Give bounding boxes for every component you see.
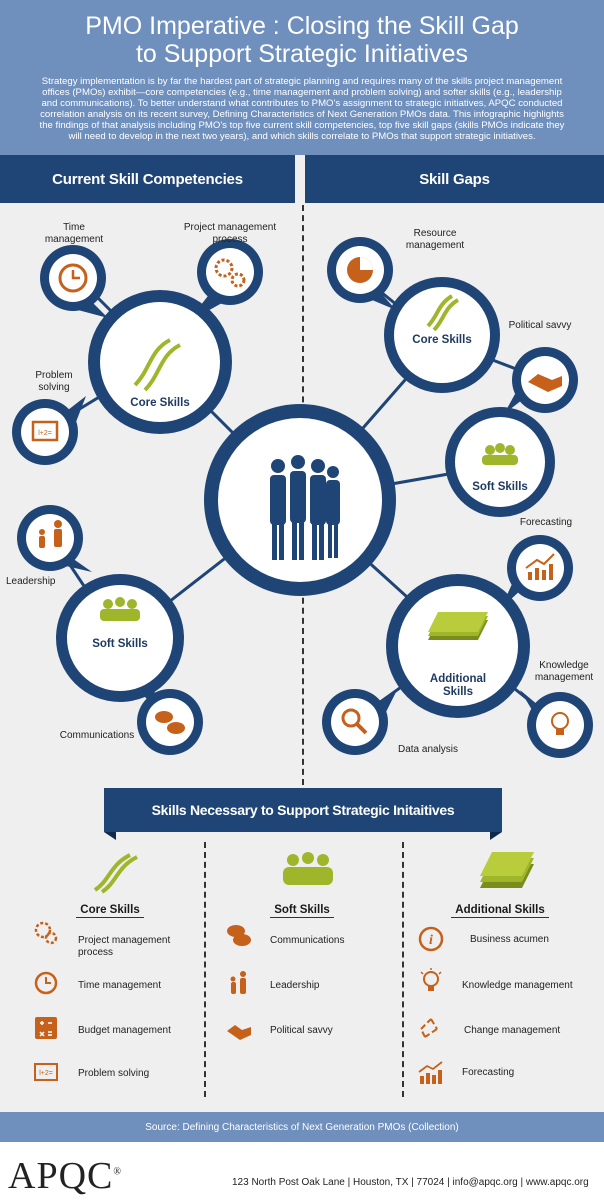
svg-text:l+2=: l+2= — [39, 1070, 53, 1077]
core-item-problem-solving: Problem solving — [78, 1068, 150, 1079]
label-knowledge-management: Knowledge management — [534, 660, 594, 683]
additional-skills-label: Additional Skills — [429, 673, 487, 698]
bubble-leadership — [17, 505, 92, 572]
leadership-icon — [230, 971, 246, 994]
bubble-communications — [132, 684, 203, 755]
label-communications: Communications — [59, 730, 135, 741]
column-divider-2 — [402, 842, 404, 1097]
additional-item-forecasting: Forecasting — [462, 1067, 515, 1078]
strategic-initiatives-banner: Skills Necessary to Support Strategic In… — [104, 788, 502, 840]
soft-item-leadership: Leadership — [270, 980, 320, 991]
column-title-soft-skills-text: Soft Skills — [270, 904, 334, 918]
right-soft-skills-label: Soft Skills — [472, 481, 528, 493]
column-soft-team-icon — [283, 852, 333, 885]
business-people-icon — [270, 455, 340, 560]
gears-icon — [214, 258, 234, 278]
title-line-2: to Support Strategic Initiatives — [135, 40, 469, 68]
team-icon — [482, 443, 518, 465]
additional-item-change-management: Change management — [464, 1025, 561, 1036]
right-core-skills-circle — [384, 277, 500, 393]
handshake-icon — [528, 374, 562, 392]
gears-icon — [34, 921, 58, 945]
core-item-budget-management: Budget management — [78, 1025, 171, 1036]
whiteboard-icon: l+2= — [34, 1063, 58, 1081]
label-resource-management: Resource management — [405, 228, 465, 251]
dna-icon — [426, 294, 460, 332]
right-core-skills-label: Core Skills — [412, 334, 472, 346]
right-soft-skills-circle — [445, 407, 555, 517]
soft-item-political-savvy: Political savvy — [270, 1025, 333, 1036]
label-project-management: Project management process — [183, 222, 277, 245]
label-political-savvy: Political savvy — [508, 320, 572, 331]
title-line-1: PMO Imperative : Closing the Skill Gap — [85, 12, 519, 40]
info-icon: i — [418, 926, 444, 952]
light-bulb-icon — [420, 968, 442, 991]
svg-text:i: i — [429, 933, 433, 948]
bubble-problem-solving: l+2= — [12, 396, 86, 465]
logo-text: APQC — [8, 1155, 114, 1197]
additional-skills-circle — [386, 574, 530, 718]
source-bar: Source: Defining Characteristics of Next… — [0, 1112, 604, 1142]
bar-chart-trend-icon — [525, 553, 555, 580]
label-time-management: Time management — [44, 222, 104, 245]
recycle-arrows-icon — [420, 1018, 438, 1038]
footer-address: 123 North Post Oak Lane | Houston, TX | … — [232, 1177, 589, 1188]
skill-gaps-heading: Skill Gaps — [305, 155, 604, 203]
footer: APQC® 123 North Post Oak Lane | Houston,… — [0, 1142, 604, 1200]
skills-network-diagram: l+2= — [12, 237, 593, 758]
team-icon — [100, 597, 140, 621]
calculator-icon — [35, 1017, 57, 1039]
clock-icon — [34, 971, 58, 995]
handshake-icon — [227, 1025, 251, 1040]
center-people-circle — [204, 404, 396, 596]
left-core-skills-circle — [88, 290, 232, 434]
bubble-resource-management — [327, 237, 396, 310]
additional-item-business-acumen: Business acumen — [470, 934, 549, 945]
column-additional-books-icon — [480, 852, 534, 888]
soft-item-communications: Communications — [270, 935, 345, 946]
light-bulb-icon — [551, 712, 569, 735]
whiteboard-icon — [31, 420, 59, 442]
left-soft-skills-label: Soft Skills — [92, 638, 148, 650]
column-title-additional-skills-text: Additional Skills — [451, 904, 549, 918]
left-core-skills-label: Core Skills — [130, 397, 190, 409]
dna-icon — [133, 338, 182, 392]
speech-bubbles-icon — [155, 711, 185, 734]
core-item-time-management: Time management — [78, 980, 161, 991]
column-title-core-skills-text: Core Skills — [76, 904, 144, 918]
column-core-dna-icon — [93, 853, 138, 894]
label-leadership: Leadership — [6, 576, 56, 587]
bubble-data-analysis — [322, 689, 396, 755]
label-data-analysis: Data analysis — [397, 744, 459, 755]
bubble-time-management — [40, 245, 108, 318]
apqc-logo: APQC® — [8, 1155, 122, 1197]
clock-icon — [58, 263, 88, 293]
core-item-project-management: Project management process — [78, 935, 171, 958]
leadership-icon — [39, 520, 62, 548]
intro-paragraph: Strategy implementation is by far the ha… — [39, 76, 565, 142]
books-icon — [428, 612, 488, 640]
speech-bubbles-icon — [227, 925, 251, 946]
column-divider-1 — [204, 842, 206, 1097]
column-title-soft-skills: Soft Skills — [212, 904, 392, 918]
left-soft-skills-circle — [56, 574, 184, 702]
column-title-core-skills: Core Skills — [20, 904, 200, 918]
bubble-knowledge-management — [520, 690, 593, 758]
additional-item-knowledge-management: Knowledge management — [462, 980, 573, 991]
bar-chart-trend-icon — [418, 1061, 443, 1084]
svg-text:l+2=: l+2= — [38, 430, 52, 437]
header-banner: PMO Imperative : Closing the Skill Gap t… — [0, 0, 604, 155]
bubble-project-management — [195, 239, 263, 318]
current-skill-competencies-heading: Current Skill Competencies — [0, 155, 297, 203]
bubble-forecasting — [502, 535, 573, 606]
label-problem-solving: Problem solving — [35, 370, 73, 393]
column-title-additional-skills: Additional Skills — [410, 904, 590, 918]
page-title: PMO Imperative : Closing the Skill Gap t… — [0, 0, 604, 68]
bubble-political-savvy — [504, 347, 578, 414]
label-forecasting: Forecasting — [519, 517, 573, 528]
magnifier-icon — [341, 708, 368, 735]
